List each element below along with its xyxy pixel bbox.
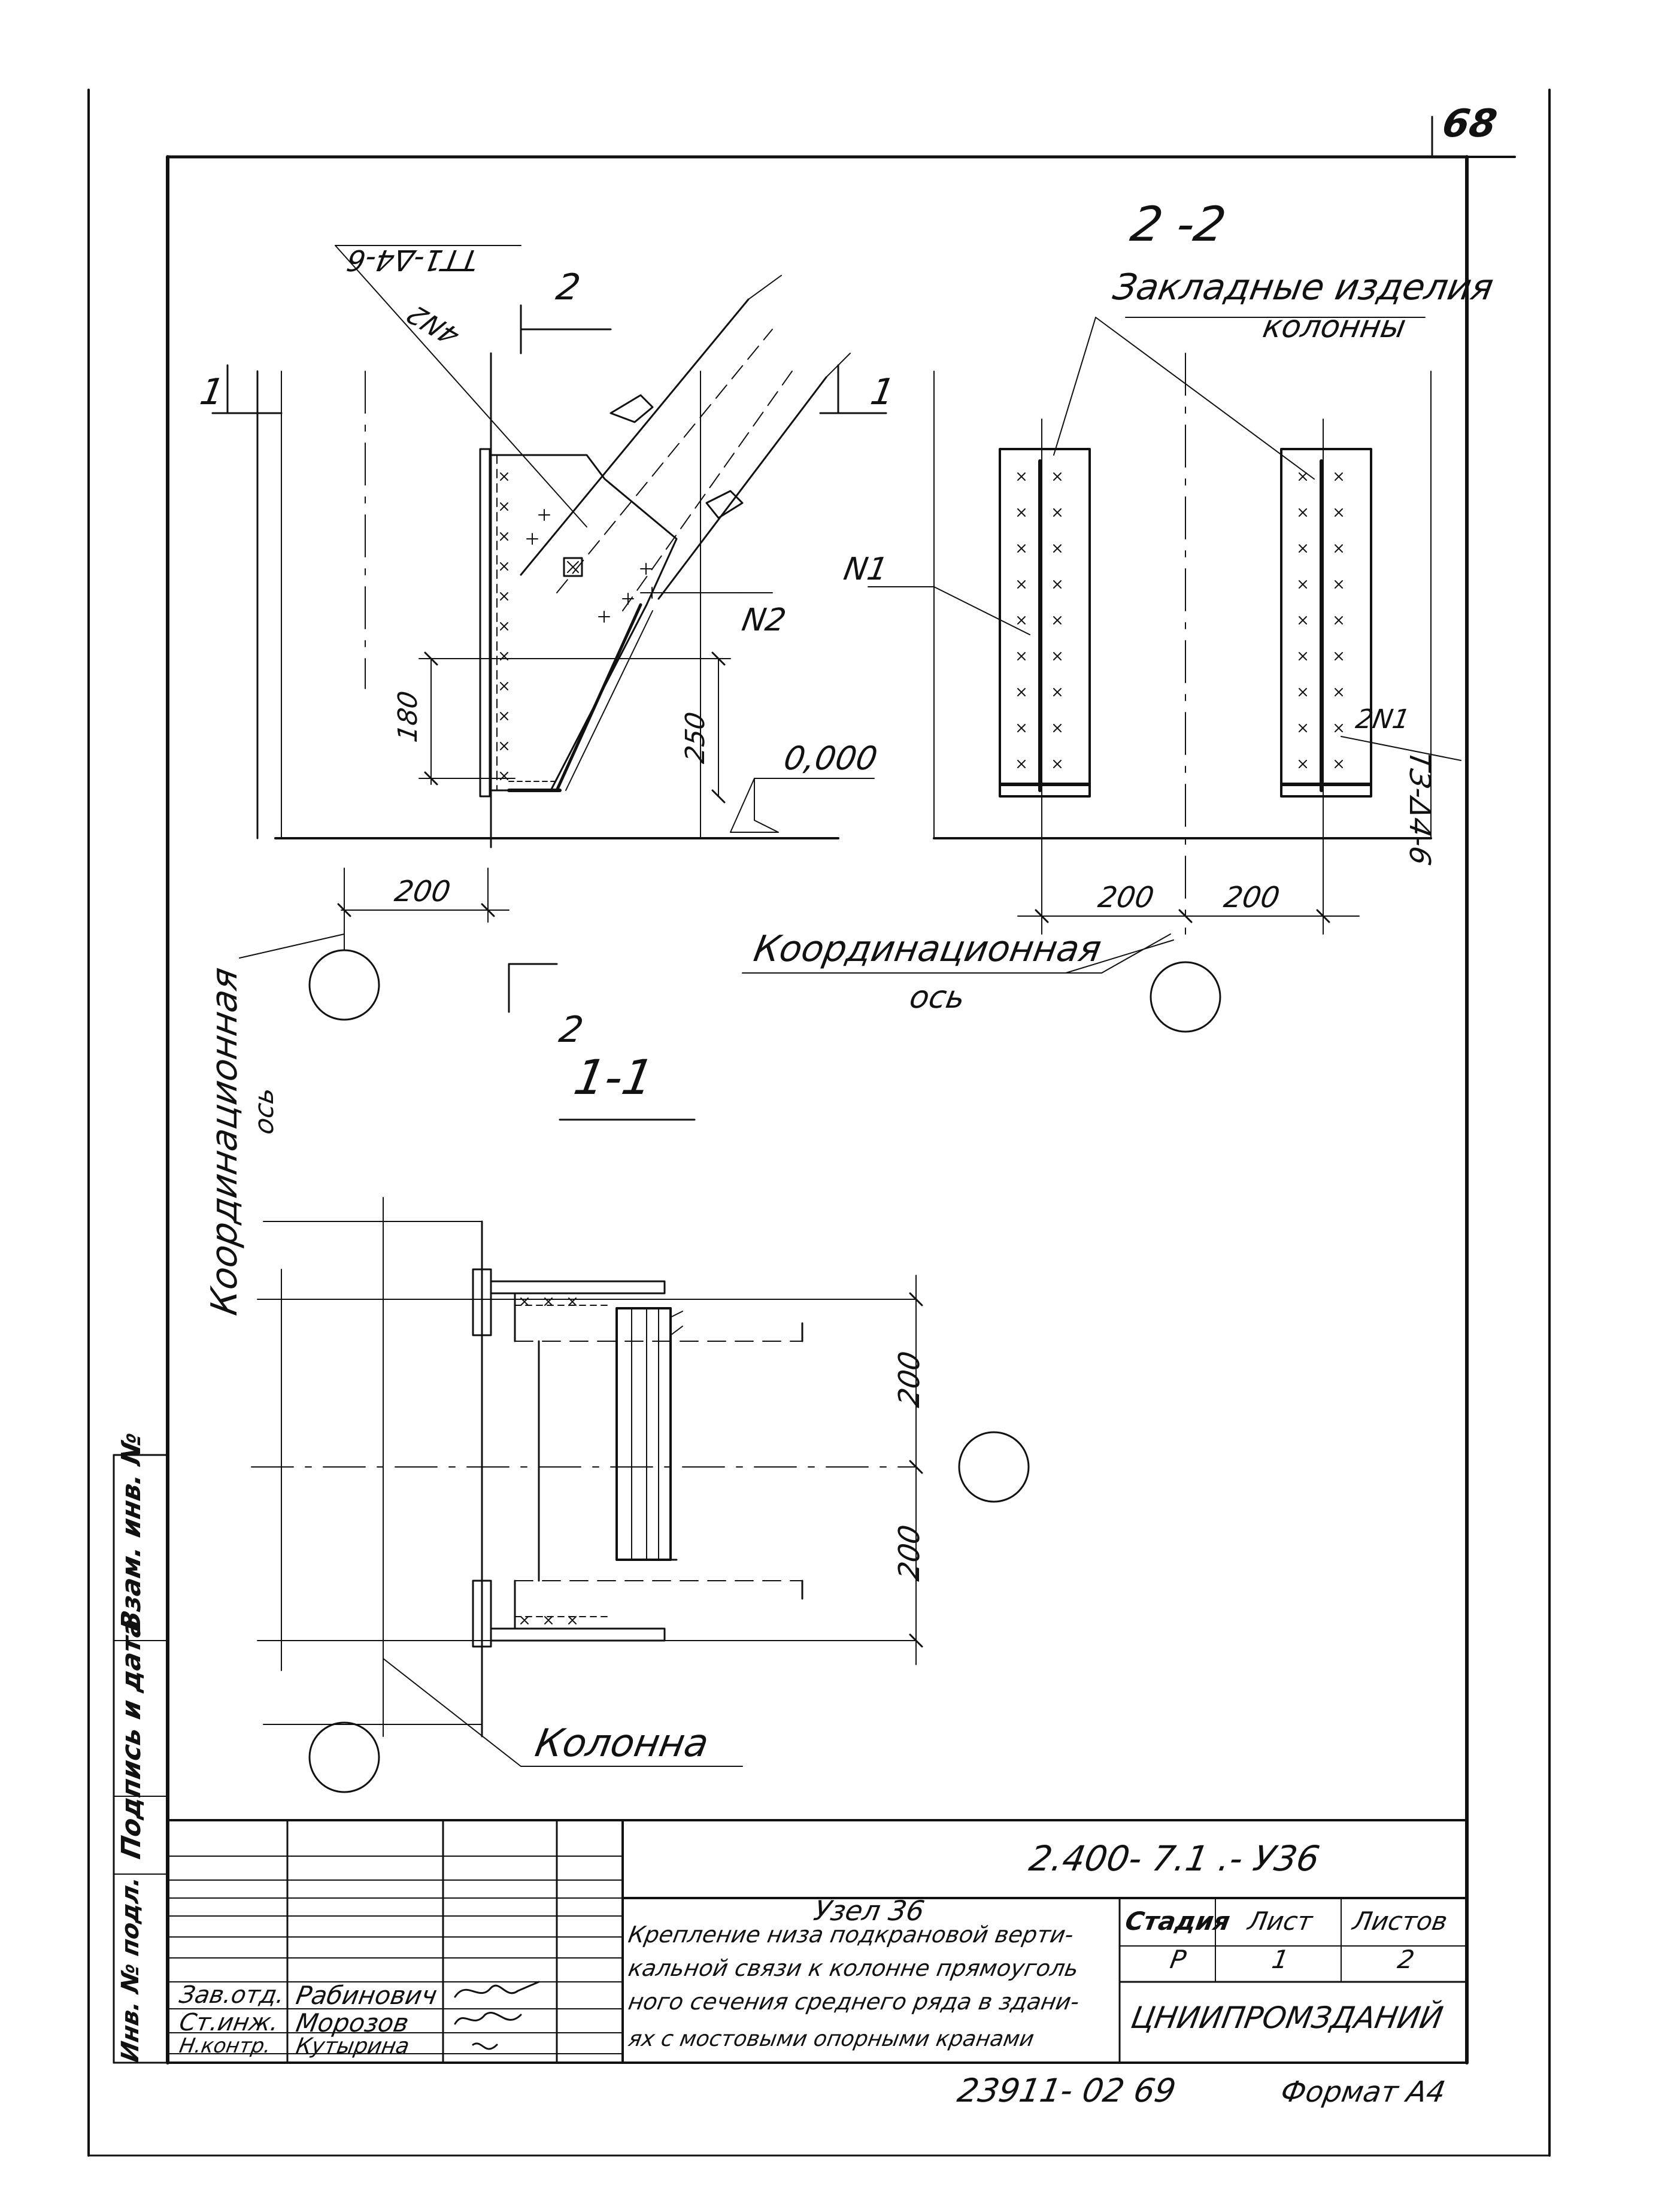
- dimension-180: 180: [393, 689, 423, 745]
- sheet-header: Лист: [1245, 1906, 1315, 1936]
- sheets-header: Листов: [1350, 1906, 1450, 1936]
- footer-code: 23911- 02 69: [954, 2072, 1179, 2109]
- level-0000: 0,000: [781, 739, 881, 777]
- part-2n1-label: 2N1: [1353, 704, 1412, 735]
- outer-border: [87, 89, 1551, 2157]
- coord-axis-label-line2: ось: [906, 980, 968, 1015]
- column-label: Колонна: [532, 1721, 712, 1766]
- weld-mark-top: ТТ1-Δ4-6: [344, 243, 481, 277]
- coord-axis-label-line1: Координационная: [750, 928, 1105, 970]
- coord-axis-vertical-line2: ось: [249, 1085, 280, 1137]
- coord-axis-vertical-line1: Координационная: [204, 964, 245, 1318]
- inner-frame: [166, 116, 1516, 2064]
- part-n1-label: N1: [841, 551, 891, 587]
- name-3: Кутырина: [294, 2034, 411, 2059]
- section-1-1-title: 1-1: [569, 1050, 658, 1105]
- section-2-2-title: 2 -2: [1126, 196, 1230, 252]
- title-block-grid: [166, 1819, 1468, 2064]
- dimension-200-left: 200: [1096, 881, 1157, 914]
- weld-mark-right: ТЗ-Δ4-6: [1403, 748, 1436, 868]
- dimension-200-upper: 200: [893, 1348, 926, 1410]
- name-2: Морозов: [293, 2008, 411, 2038]
- dimension-200-lower: 200: [893, 1522, 926, 1584]
- description-line-2: кальной связи к колонне прямоуголь: [626, 1955, 1081, 1981]
- part-n2-label: N2: [739, 602, 789, 638]
- role-3: Н.контр.: [177, 2034, 273, 2058]
- organization: ЦНИИПРОМЗДАНИЙ: [1128, 2000, 1446, 2035]
- role-2: Ст.инж.: [177, 2009, 281, 2036]
- node-elevation: [211, 245, 887, 1021]
- section-2-2: [742, 317, 1461, 1033]
- node-title: Узел 36: [811, 1894, 927, 1927]
- footer-format: Формат А4: [1278, 2075, 1448, 2109]
- embedded-items-label-line2: колонны: [1260, 309, 1409, 345]
- doc-code: 2.400- 7.1 .- У36: [1026, 1838, 1323, 1879]
- stamp-sign-date: Подпись и дата: [116, 1616, 147, 1862]
- description-line-1: Крепление низа подкрановой верти-: [626, 1921, 1076, 1948]
- dimension-200-right: 200: [1221, 881, 1282, 914]
- description-line-4: ях с мостовыми опорными кранами: [626, 2027, 1036, 2051]
- dimension-250: 250: [680, 710, 711, 766]
- stamp-inv-orig: Инв. № подл.: [117, 1873, 144, 2064]
- description-line-3: ного сечения среднего ряда в здани-: [626, 1988, 1082, 2015]
- dimension-200-node: 200: [392, 875, 453, 908]
- page-number: 68: [1439, 102, 1500, 146]
- role-1: Зав.отд.: [177, 1981, 287, 2009]
- side-stamp-frame: [113, 1454, 169, 2064]
- signatures: [454, 1981, 540, 2050]
- stamp-vzam-inv: Взам. инв. №: [116, 1430, 147, 1634]
- name-1: Рабинович: [293, 1981, 439, 2010]
- section-1-1: [251, 1118, 1030, 1793]
- embedded-items-label-line1: Закладные изделия: [1109, 266, 1497, 308]
- stage-header: Стадия: [1123, 1906, 1233, 1936]
